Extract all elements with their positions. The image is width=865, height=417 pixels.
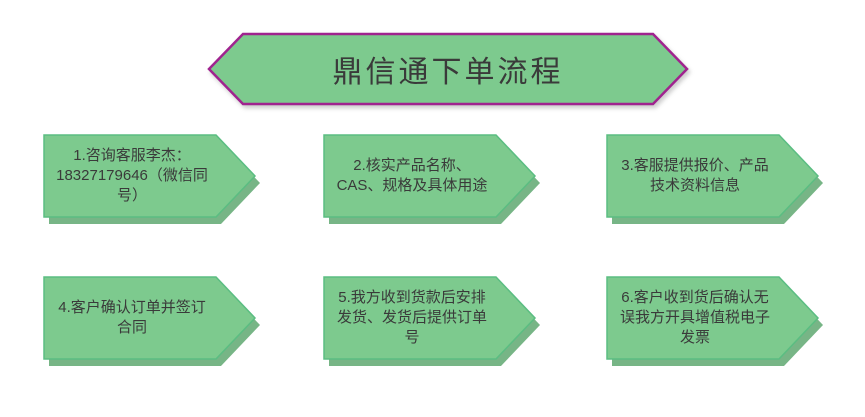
- step-4-text: 4.客户确认订单并签订合同: [58, 298, 206, 336]
- arrow-shape: [43, 134, 260, 224]
- page-title: 鼎信通下单流程: [332, 56, 564, 89]
- arrow-shape: [43, 276, 260, 366]
- step-1: 1.咨询客服李杰：18327179646（微信同号）: [43, 134, 260, 224]
- step-2: 2.核实产品名称、CAS、规格及具体用途: [323, 134, 540, 224]
- step-3: 3.客服提供报价、产品技术资料信息: [606, 134, 823, 224]
- arrow-shape: [606, 276, 823, 366]
- step-3-text: 3.客服提供报价、产品技术资料信息: [621, 156, 769, 194]
- step-5-text: 5.我方收到货款后安排发货、发货后提供订单号: [336, 288, 487, 347]
- hexagon-shape: [207, 32, 689, 106]
- step-5: 5.我方收到货款后安排发货、发货后提供订单号: [323, 276, 540, 366]
- step-2-text: 2.核实产品名称、CAS、规格及具体用途: [336, 156, 488, 194]
- step-1-text: 1.咨询客服李杰：18327179646（微信同号）: [56, 146, 208, 205]
- step-6: 6.客户收到货后确认无误我方开具增值税电子发票: [606, 276, 823, 366]
- arrow-shape: [606, 134, 823, 224]
- step-6-text: 6.客户收到货后确认无误我方开具增值税电子发票: [619, 288, 770, 347]
- title-banner: 鼎信通下单流程: [207, 32, 689, 106]
- arrow-shape: [323, 134, 540, 224]
- arrow-shape: [323, 276, 540, 366]
- step-4: 4.客户确认订单并签订合同: [43, 276, 260, 366]
